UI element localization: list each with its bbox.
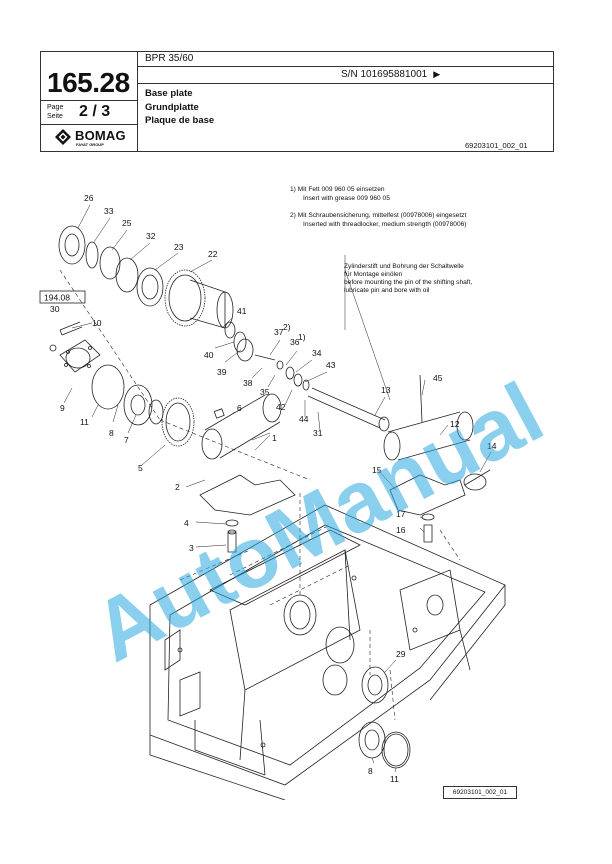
part-titles: Base plate Grundplatte Plaque de base xyxy=(145,87,214,128)
page-label-de: Seite xyxy=(47,113,63,120)
part-label: 22 xyxy=(208,249,218,259)
flange-assembly xyxy=(49,321,195,447)
doc-reference: 69203101_002_01 xyxy=(465,141,528,150)
leader-lines xyxy=(63,204,492,773)
part-label: 8 xyxy=(368,766,373,776)
part-label: 14 xyxy=(487,441,497,451)
part-label: 39 xyxy=(217,367,227,377)
part-label: 40 xyxy=(204,350,214,360)
header-divider xyxy=(137,83,553,84)
note-pin-2: für Montage einölen xyxy=(344,271,403,278)
header-table: BPR 35/60 S/N 101695881001 ▶ 165.28 Page … xyxy=(40,51,554,152)
bomag-logo: BOMAG FAYAT GROUP xyxy=(55,128,131,150)
part-label: 45 xyxy=(433,373,443,383)
serial-number: S/N 101695881001 ▶ xyxy=(341,69,440,80)
note-1-de: 1) Mit Fett 009 960 05 einsetzen xyxy=(290,186,385,193)
superscript: 2) xyxy=(283,322,291,332)
part-label: 9 xyxy=(60,403,65,413)
part-label: 12 xyxy=(450,419,460,429)
part-label: 41 xyxy=(237,306,247,316)
reference-box-text: 194.08 xyxy=(44,293,70,303)
part-label: 25 xyxy=(122,218,132,228)
shaft-assembly xyxy=(199,393,296,553)
page-label-en: Page xyxy=(47,104,64,111)
note-pin-4: lubricate pin and bore with oil xyxy=(344,287,430,294)
shifting-shaft xyxy=(307,374,491,543)
header-divider xyxy=(137,52,138,151)
page-label: Page Seite xyxy=(47,103,63,121)
part-label: 37 xyxy=(274,327,284,337)
part-label: 38 xyxy=(243,378,253,388)
part-label: 42 xyxy=(276,402,286,412)
part-label: 26 xyxy=(84,193,94,203)
part-label: 43 xyxy=(326,360,336,370)
part-label: 31 xyxy=(313,428,323,438)
serial-text: S/N 101695881001 xyxy=(341,69,428,80)
part-label: 44 xyxy=(299,414,309,424)
part-label: 11 xyxy=(80,417,89,427)
note-2-de: 2) Mit Schraubensicherung, mittelfest (0… xyxy=(290,212,466,219)
note-pin-3: before mounting the pin of the shifting … xyxy=(344,279,472,286)
part-label: 4 xyxy=(184,518,189,528)
part-label: 30 xyxy=(50,304,60,314)
group-number: 165.28 xyxy=(47,67,130,98)
lower-bearing xyxy=(358,666,411,769)
brand-name: BOMAG xyxy=(75,128,126,143)
watermark: AutoManual xyxy=(78,365,558,681)
part-label: 33 xyxy=(104,206,114,216)
title-de: Grundplatte xyxy=(145,101,199,113)
part-label: 2 xyxy=(175,482,180,492)
assembly-guides xyxy=(59,269,461,721)
bearing-stack xyxy=(58,225,310,391)
part-label: 23 xyxy=(174,242,184,252)
title-fr: Plaque de base xyxy=(145,115,215,126)
base-plate-frame xyxy=(149,504,506,800)
title-en: Base plate xyxy=(145,88,193,99)
part-label: 15 xyxy=(372,465,382,475)
part-label: 34 xyxy=(312,348,322,358)
part-label: 11 xyxy=(390,774,399,784)
header-divider xyxy=(137,66,553,67)
drawing-reference: 69203101_002_01 xyxy=(443,786,517,799)
part-label: 3 xyxy=(189,543,194,553)
page-fraction: 2 / 3 xyxy=(79,103,111,120)
header-divider xyxy=(41,124,137,125)
part-label: 5 xyxy=(138,463,143,473)
superscript: 1) xyxy=(298,332,306,342)
serial-arrow-icon: ▶ xyxy=(433,69,441,79)
part-label: 32 xyxy=(146,231,156,241)
note-2-en: Inserted with threadlocker, medium stren… xyxy=(303,221,466,228)
part-label: 10 xyxy=(92,318,102,328)
notes: 1) Mit Fett 009 960 05 einsetzen Insert … xyxy=(290,186,472,294)
exploded-view-drawing: 194.08 1) Mit Fett 009 960 05 einsetzen … xyxy=(39,186,558,800)
part-label: 7 xyxy=(124,435,129,445)
part-label: 36 xyxy=(290,337,300,347)
part-label: 35 xyxy=(260,387,270,397)
model-name: BPR 35/60 xyxy=(145,53,194,64)
part-label: 6 xyxy=(237,403,242,413)
part-label: 29 xyxy=(396,649,406,659)
part-label: 13 xyxy=(381,385,391,395)
header-divider xyxy=(41,100,137,101)
note-pin-1: Zylinderstift und Bohrung der Schaltwell… xyxy=(344,263,464,270)
note-1-en: Insert with grease 009 960 05 xyxy=(303,195,390,202)
bomag-logo-icon xyxy=(55,129,71,145)
part-label: 17 xyxy=(396,509,406,519)
brand-sub: FAYAT GROUP xyxy=(76,142,104,147)
part-label: 16 xyxy=(396,525,406,535)
part-labels: 26 33 25 32 23 22 30 10 9 11 8 7 5 6 41 … xyxy=(50,193,497,784)
reference-box xyxy=(39,290,86,304)
part-label: 8 xyxy=(109,428,114,438)
part-label: 1 xyxy=(272,433,277,443)
